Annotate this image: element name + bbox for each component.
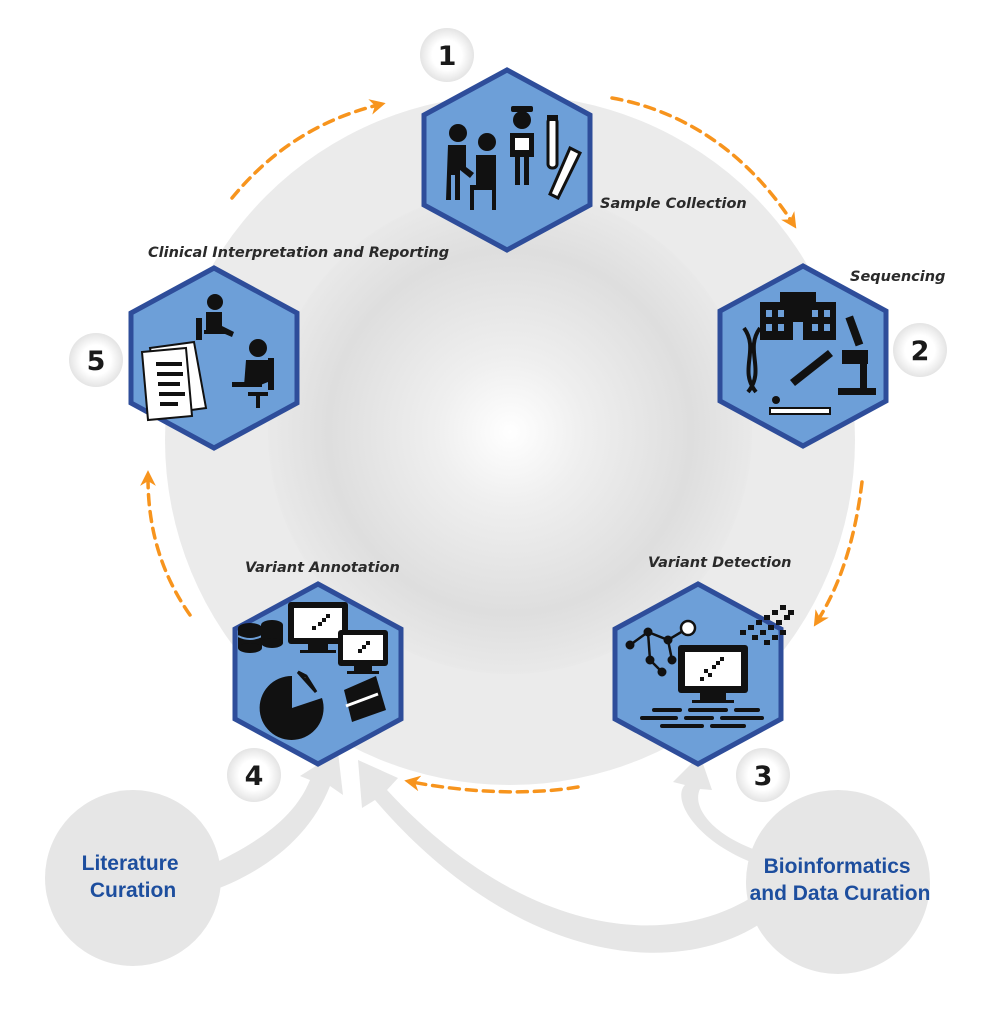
arrow-5-to-1 [230,99,386,200]
step-4-number-badge: 4 [227,748,281,802]
reviewers-documents-icon [140,294,274,422]
step-5-label: Clinical Interpretation and Reporting [148,245,449,261]
step-1-hexagon [421,67,593,253]
literature-curation-label: Literature Curation [82,852,185,902]
lab-dna-microscope-icon [742,292,876,415]
step-5-number-badge: 5 [69,333,123,387]
svg-text:3: 3 [754,761,773,792]
step-1-number-badge: 1 [420,28,474,82]
step-3-hexagon [612,581,794,767]
arrow-2-to-3 [813,480,864,627]
clinician-patient-test-tube-icon [446,106,583,210]
arrow-4-to-5 [140,470,192,617]
arrow-1-to-2 [610,96,797,229]
step-4-label: Variant Annotation [245,560,400,576]
step-2-hexagon [717,263,889,449]
step-2-label: Sequencing [850,269,945,285]
svg-text:2: 2 [911,336,930,367]
svg-text:4: 4 [245,761,264,792]
svg-text:5: 5 [87,346,106,377]
step-2-number-badge: 2 [893,323,947,377]
step-5-hexagon [128,265,300,451]
bioinformatics-curation-label: Bioinformatics and Data Curation [750,855,931,905]
svg-text:1: 1 [438,41,457,72]
step-3-label: Variant Detection [648,555,792,571]
step-3-number-badge: 3 [736,748,790,802]
step-4-hexagon [232,581,404,767]
bioinformatics-input-arrow [358,755,790,953]
database-monitors-pie-book-icon [237,602,388,740]
network-computer-reads-icon [625,605,794,728]
arrow-3-to-4 [404,775,580,794]
center-sphere [268,190,752,674]
cycle-arrows [140,96,864,794]
bioinformatics-curation-circle [746,790,930,974]
literature-curation-circle [45,790,221,966]
step-1-label: Sample Collection [600,196,747,212]
